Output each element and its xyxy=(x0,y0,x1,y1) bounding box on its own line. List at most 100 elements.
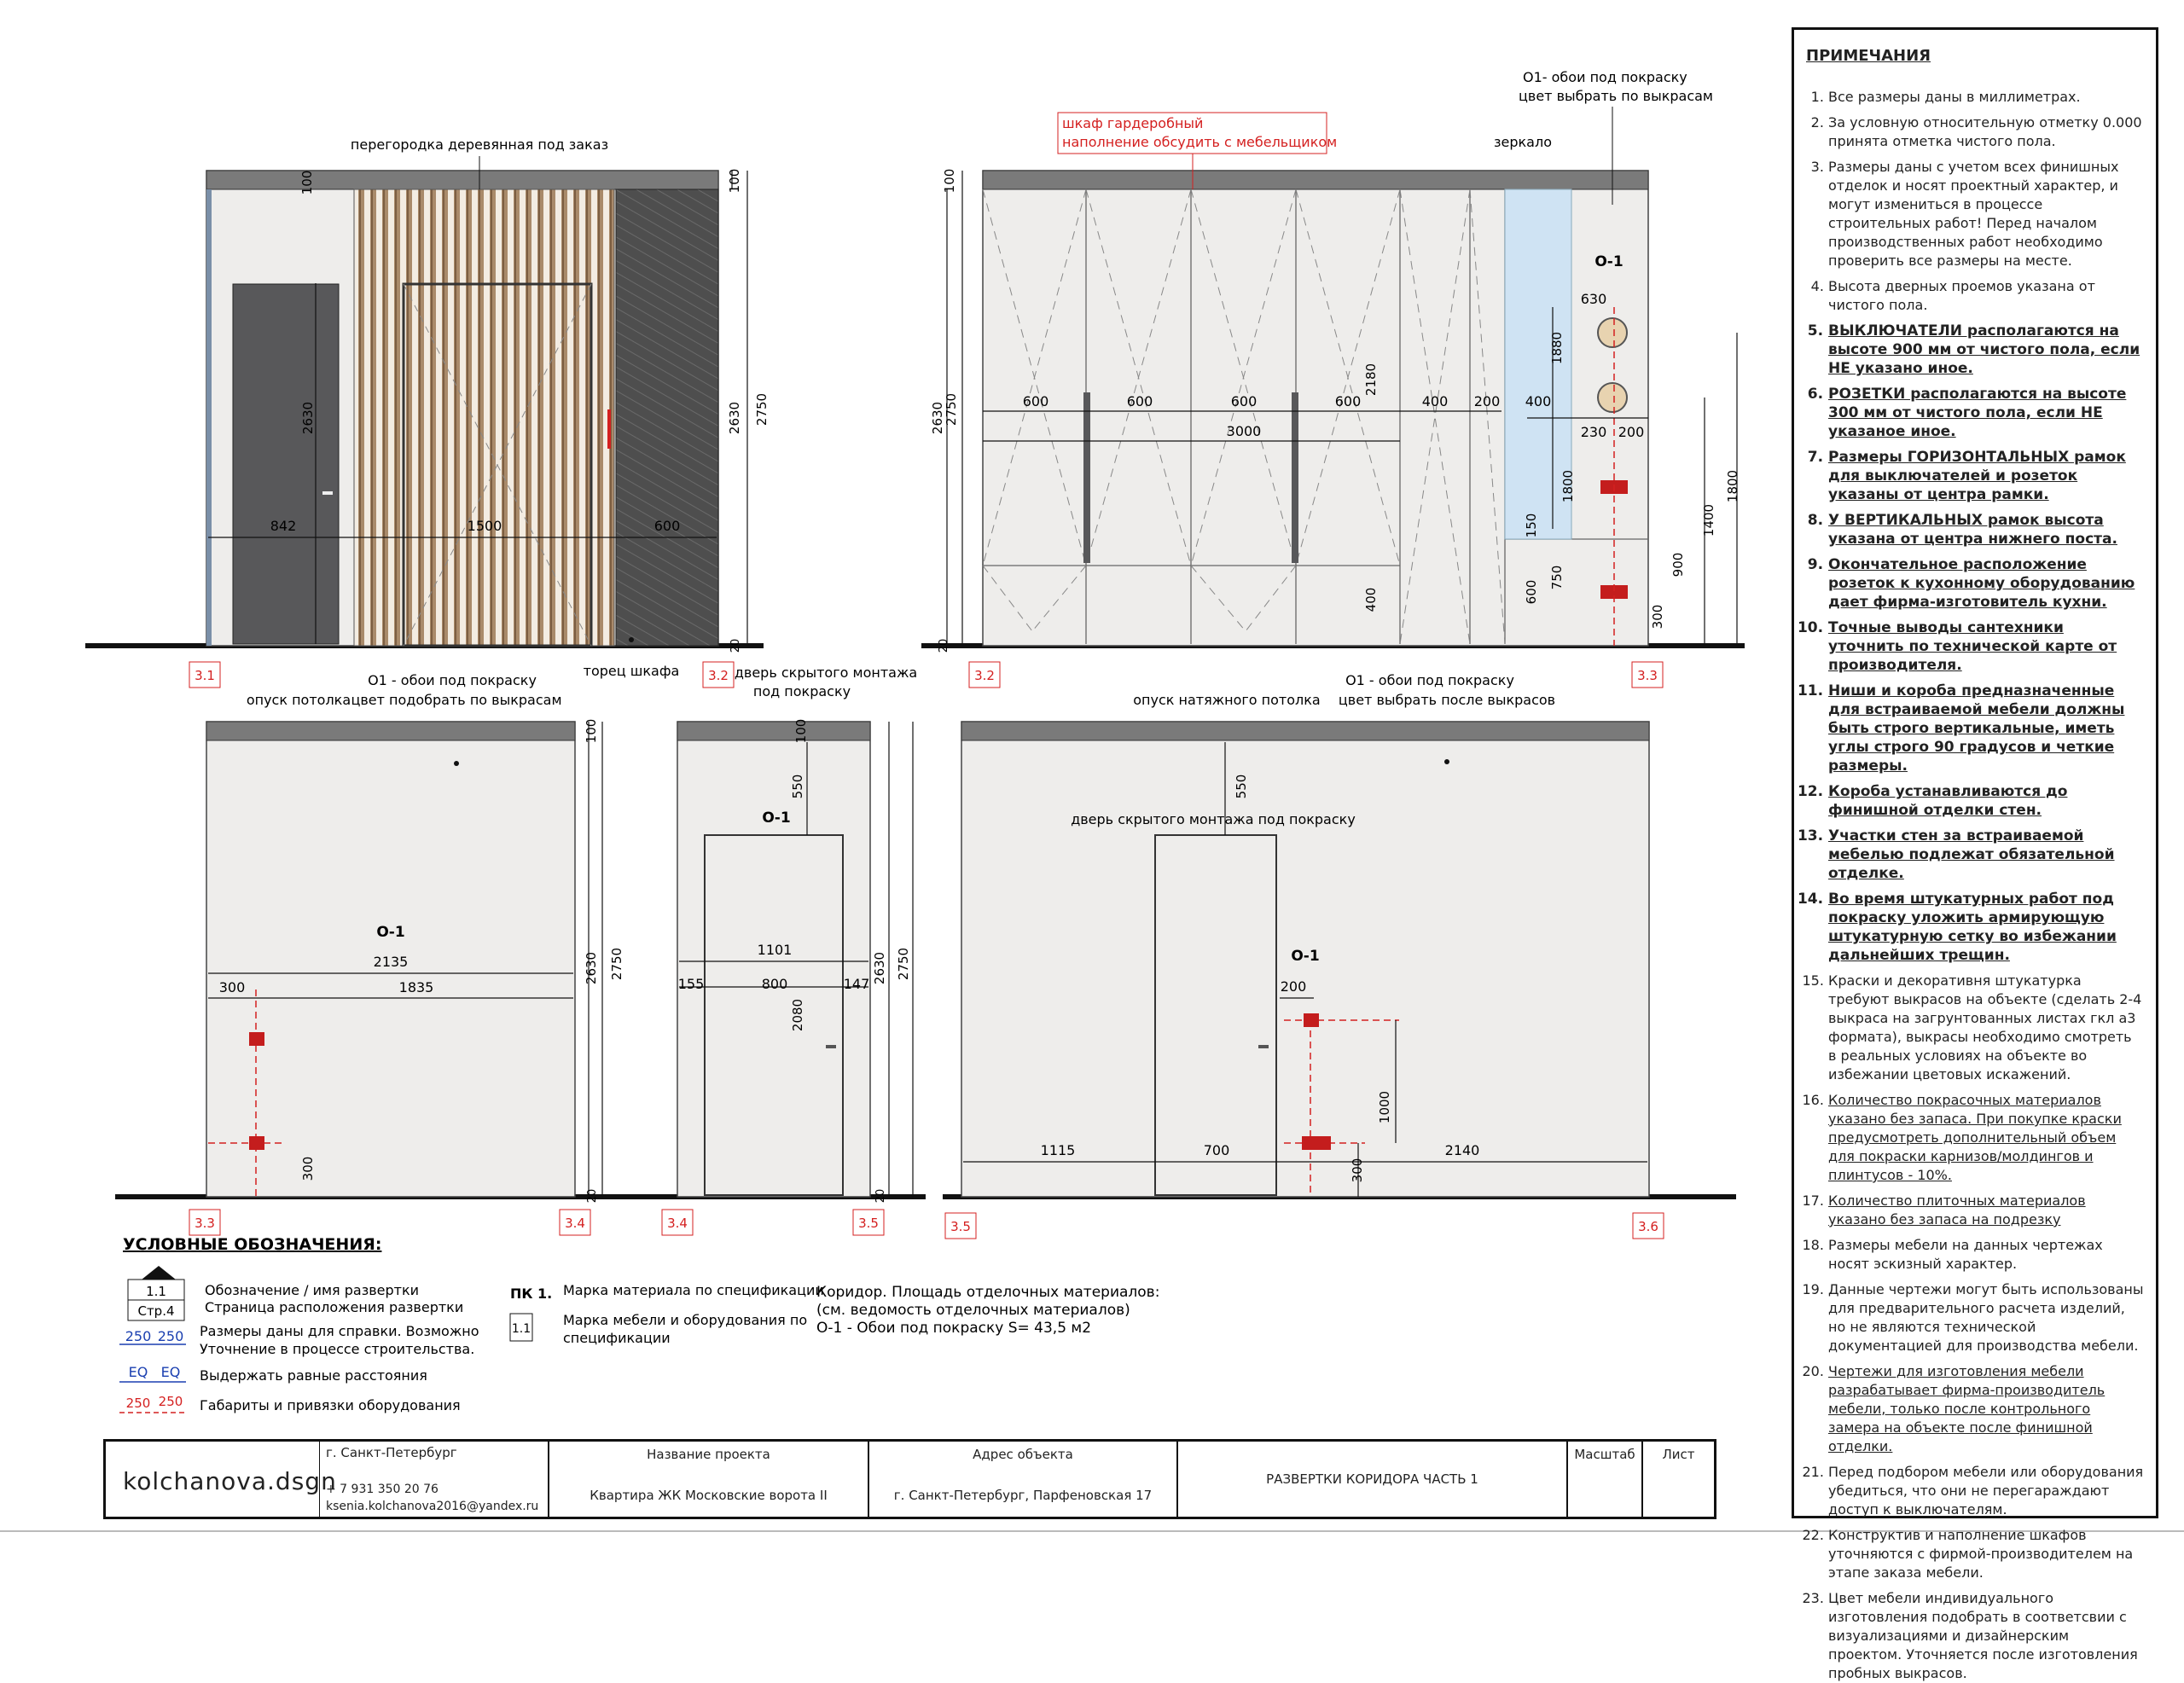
label-hidden-door: дверь скрытого монтажа под покраску xyxy=(1071,811,1356,827)
mark-3-2-b xyxy=(968,661,1001,688)
wardrobe-end-hatched xyxy=(615,189,719,647)
legend-sym-bottom: Стр.4 xyxy=(137,1303,174,1319)
dim-2180: 2180 xyxy=(1363,363,1379,396)
title-address-cell: Адрес объекта г. Санкт-Петербург, Парфен… xyxy=(869,1442,1178,1517)
svg-text:3.3: 3.3 xyxy=(195,1216,215,1231)
note-text: ВЫКЛЮЧАТЕЛИ располагаются на высоте 900 … xyxy=(1828,322,2140,377)
label-wallpaper-color: цвет выбрать по выкрасам xyxy=(1519,88,1713,104)
legend-title: УСЛОВНЫЕ ОБОЗНАЧЕНИЯ: xyxy=(123,1235,381,1254)
note-text: Данные чертежи могут быть использованы д… xyxy=(1828,1281,2144,1354)
title-sheetnum-cell: Лист xyxy=(1643,1442,1714,1517)
note-text: За условную относительную отметку 0.000 … xyxy=(1828,114,2142,149)
wood-slat-partition xyxy=(353,189,615,647)
note-text: Чертежи для изготовления мебели разрабат… xyxy=(1828,1363,2106,1454)
dark-door xyxy=(232,283,340,645)
legend: УСЛОВНЫЕ ОБОЗНАЧЕНИЯ: 1.1 Стр.4 Обозначе… xyxy=(119,1235,1159,1413)
dim-20: 20 xyxy=(874,1189,887,1204)
dim-2750: 2750 xyxy=(754,393,770,426)
svg-text:3.4: 3.4 xyxy=(565,1216,585,1231)
mark-3-6 xyxy=(1632,1212,1664,1239)
dim-300-v: 300 xyxy=(300,1157,316,1181)
note-item: Все размеры даны в миллиметрах. xyxy=(1828,88,2144,107)
dim-630: 630 xyxy=(1581,291,1607,307)
legend-blue-text-1: Размеры даны для справки. Возможно xyxy=(200,1323,479,1339)
dim-100: 100 xyxy=(793,719,809,744)
note-text: Высота дверных проемов указана от чистог… xyxy=(1828,278,2095,313)
note-text: Окончательное расположение розеток к кух… xyxy=(1828,556,2135,611)
svg-text:3.4: 3.4 xyxy=(667,1216,688,1231)
dim-1400: 1400 xyxy=(1701,504,1716,537)
dim-150-v: 150 xyxy=(1524,514,1539,538)
phone: + 7 931 350 20 76 xyxy=(326,1483,439,1496)
note-text: Количество плиточных материалов указано … xyxy=(1828,1193,2086,1227)
label-o1: О-1 xyxy=(376,924,404,941)
dim-400-a: 400 xyxy=(1422,393,1449,409)
legend-sym-top: 1.1 xyxy=(146,1284,166,1299)
label-ceiling: опуск потолка xyxy=(247,692,351,708)
svg-text:3.5: 3.5 xyxy=(950,1219,971,1234)
mark-3-4-b xyxy=(661,1209,694,1236)
dim-2630-right: 2630 xyxy=(727,402,742,434)
note-item: Участки стен за встраиваемой мебелью под… xyxy=(1828,827,2144,883)
note-text: Размеры мебели на данных чертежах носят … xyxy=(1828,1237,2103,1272)
email: ksenia.kolchanova2016@yandex.ru xyxy=(326,1500,539,1513)
note-text: Цвет мебели индивидуального изготовления… xyxy=(1828,1590,2138,1681)
title-block: kolchanova.dsgn г. Санкт-Петербург + 7 9… xyxy=(103,1439,1716,1519)
title-author-cell: kolchanova.dsgn г. Санкт-Петербург + 7 9… xyxy=(106,1442,549,1517)
note-item: Окончательное расположение розеток к кух… xyxy=(1828,555,2144,612)
legend-area-2: (см. ведомость отделочных материалов) xyxy=(816,1302,1130,1319)
legend-blue-dim-b: 250 xyxy=(158,1328,184,1344)
label-wardrobe-end: торец шкафа xyxy=(584,663,680,679)
dim-1000: 1000 xyxy=(1377,1091,1392,1123)
dim-100: 100 xyxy=(299,171,315,195)
city: г. Санкт-Петербург xyxy=(326,1445,457,1460)
legend-eq-text: Выдержать равные расстояния xyxy=(200,1367,427,1384)
dim-600-d: 600 xyxy=(1335,393,1362,409)
dim-230: 230 xyxy=(1581,424,1607,440)
mark-3-1 xyxy=(189,661,221,688)
note-text: Во время штукатурных работ под покраску … xyxy=(1828,891,2117,964)
notes-panel: ПРИМЕЧАНИЯ Все размеры даны в миллиметра… xyxy=(1792,27,2158,1681)
dim-2135: 2135 xyxy=(374,954,409,970)
dim-600-v: 600 xyxy=(1524,580,1539,605)
dim-200-b: 200 xyxy=(1618,424,1645,440)
note-item: Размеры ГОРИЗОНТАЛЬНЫХ рамок для выключа… xyxy=(1828,448,2144,504)
dim-20: 20 xyxy=(938,639,950,653)
label-wallpaper-color: цвет подобрать по выкрасам xyxy=(351,692,561,708)
elevation-3-4-to-3-5: О-1 1101 155 800 147 550 2080 100 2630 2… xyxy=(633,664,926,1236)
dim-2750: 2750 xyxy=(944,393,959,426)
dim-2080: 2080 xyxy=(790,999,805,1031)
dim-1800-far: 1800 xyxy=(1725,470,1740,502)
legend-eq-b: EQ xyxy=(161,1364,181,1380)
note-text: Точные выводы сантехники уточнить по тех… xyxy=(1828,619,2117,674)
legend-area-3: О-1 - Обои под покраску S= 43,5 м2 xyxy=(816,1320,1091,1337)
dim-1835: 1835 xyxy=(399,979,434,995)
note-text: Перед подбором мебели или оборудования у… xyxy=(1828,1464,2144,1518)
note-text: РОЗЕТКИ располагаются на высоте 300 мм о… xyxy=(1828,386,2127,440)
svg-text:3.5: 3.5 xyxy=(858,1216,879,1231)
address-header: Адрес объекта xyxy=(973,1447,1073,1462)
svg-text:3.1: 3.1 xyxy=(195,668,215,683)
mark-3-5-b xyxy=(944,1212,977,1239)
dim-1115: 1115 xyxy=(1041,1142,1076,1158)
legend-area-1: Коридор. Площадь отделочных материалов: xyxy=(816,1284,1159,1301)
dim-700: 700 xyxy=(1204,1142,1230,1158)
dim-200: 200 xyxy=(1281,978,1307,995)
sheet-header: Лист xyxy=(1662,1447,1695,1462)
elevation-3-5-to-3-6: О-1 550 200 1000 1115 700 2140 300 опуск… xyxy=(943,672,1736,1239)
label-wallpaper: О1 - обои под покраску xyxy=(368,672,537,688)
logo: kolchanova.dsgn xyxy=(123,1467,337,1495)
legend-red-dim-b: 250 xyxy=(159,1394,183,1409)
dim-300: 300 xyxy=(219,979,246,995)
mirror xyxy=(1504,189,1572,540)
note-text: Краски и декоративня штукатурка требуют … xyxy=(1828,972,2142,1082)
dim-750-v: 750 xyxy=(1549,566,1565,590)
dim-600-c: 600 xyxy=(1231,393,1258,409)
dim-550: 550 xyxy=(1234,775,1249,799)
note-item: Конструктив и наполнение шкафов уточняют… xyxy=(1828,1526,2144,1582)
hidden-door xyxy=(1154,834,1277,1196)
svg-text:3.2: 3.2 xyxy=(708,668,729,683)
note-text: Участки стен за встраиваемой мебелью под… xyxy=(1828,827,2115,882)
title-project-cell: Название проекта Квартира ЖК Московские … xyxy=(549,1442,869,1517)
label-mirror: зеркало xyxy=(1494,134,1552,150)
